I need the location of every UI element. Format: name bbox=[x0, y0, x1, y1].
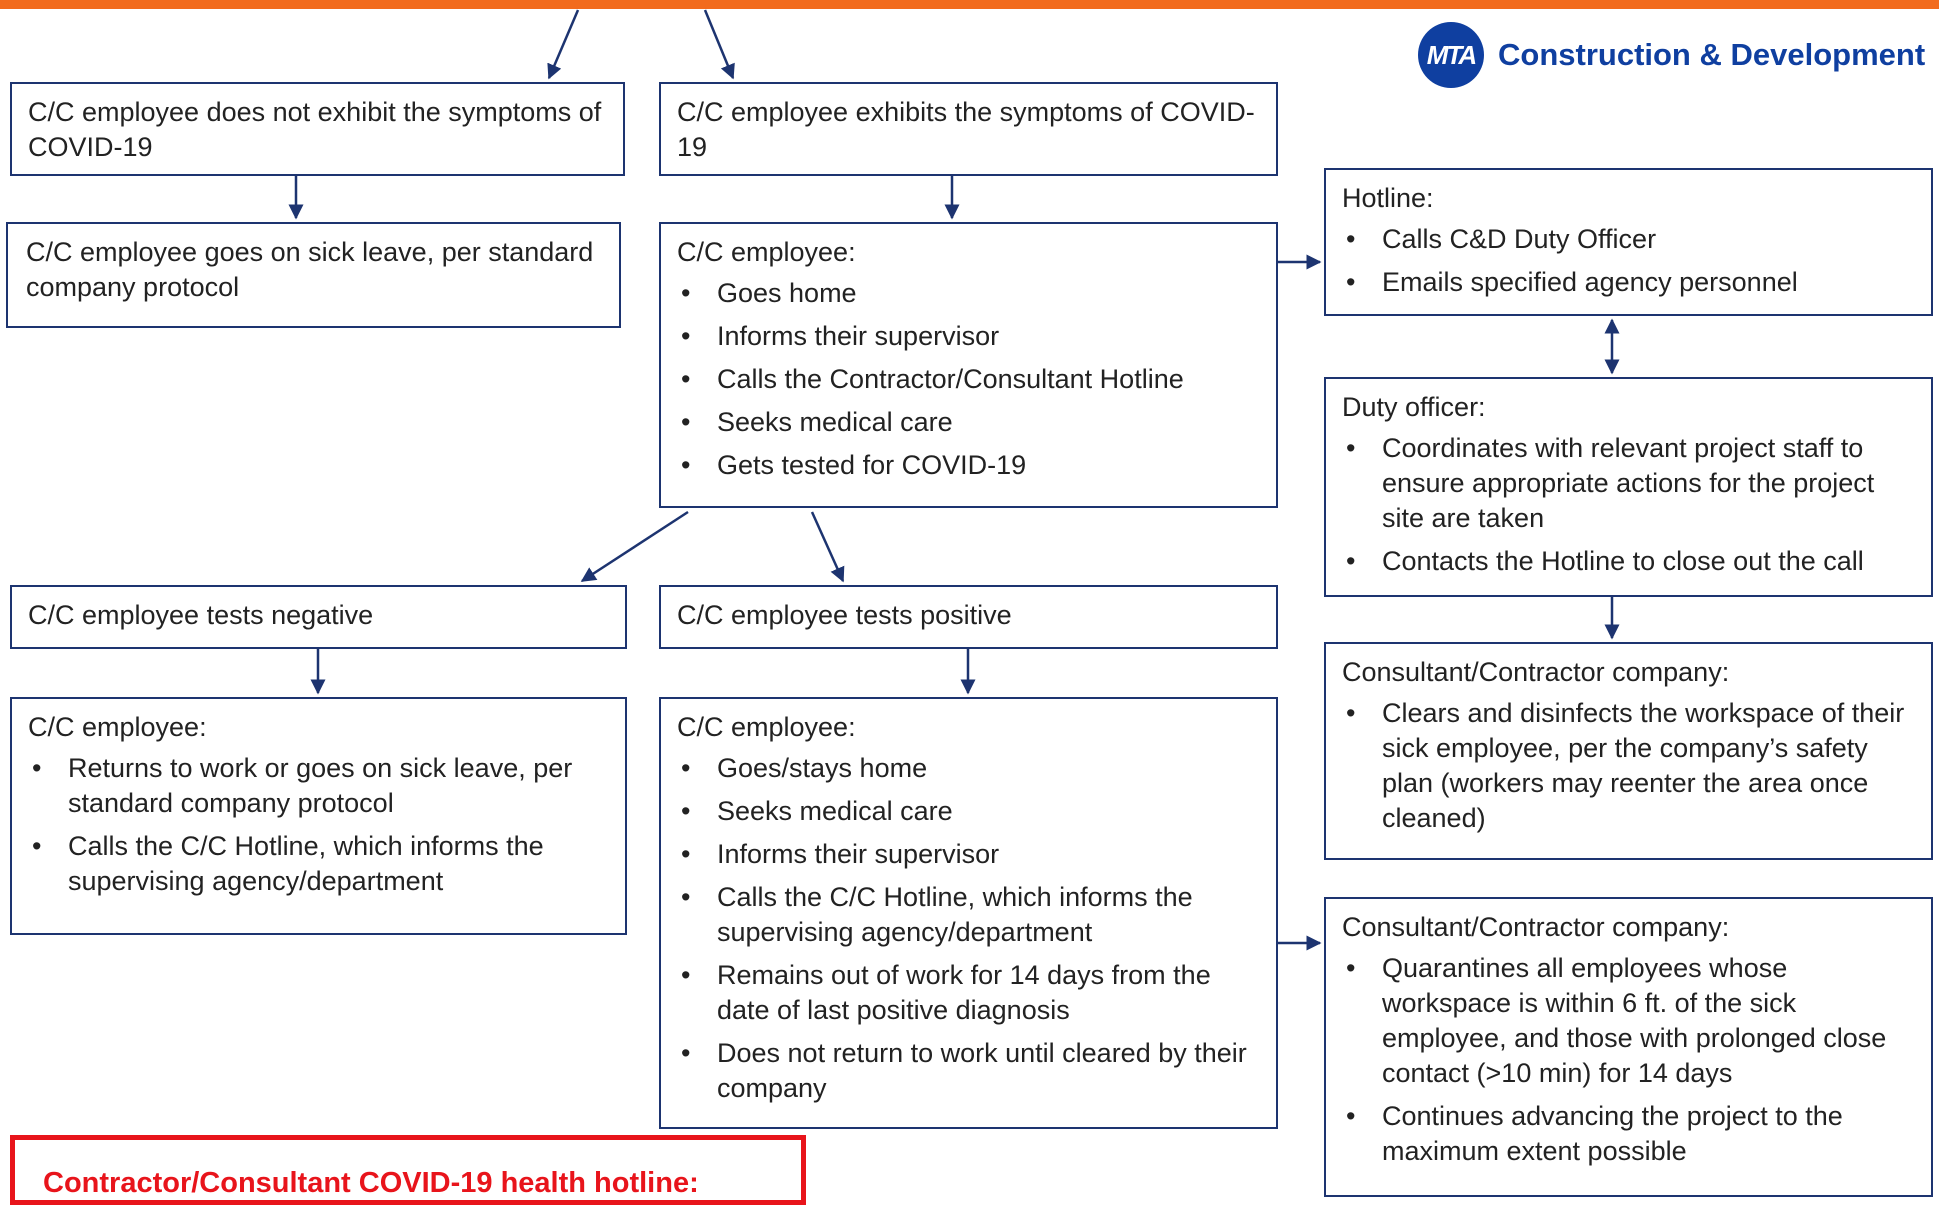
duty-officer-list: Coordinates with relevant project staff … bbox=[1342, 431, 1915, 579]
list-item: Contacts the Hotline to close out the ca… bbox=[1342, 544, 1915, 579]
list-item: Continues advancing the project to the m… bbox=[1342, 1099, 1915, 1169]
employee-actions-list: Goes home Informs their supervisor Calls… bbox=[677, 276, 1260, 483]
box-title: Duty officer: bbox=[1342, 392, 1486, 422]
box-title: C/C employee tests positive bbox=[677, 600, 1012, 630]
list-item: Calls the Contractor/Consultant Hotline bbox=[677, 362, 1260, 397]
top-accent-bar bbox=[0, 0, 1939, 9]
box-title: Consultant/Contractor company: bbox=[1342, 912, 1730, 942]
box-company-quarantine: Consultant/Contractor company: Quarantin… bbox=[1324, 897, 1933, 1197]
list-item: Quarantines all employees whose workspac… bbox=[1342, 951, 1915, 1091]
list-item: Clears and disinfects the workspace of t… bbox=[1342, 696, 1915, 836]
box-title: C/C employee: bbox=[677, 237, 856, 267]
list-item: Goes/stays home bbox=[677, 751, 1260, 786]
list-item: Does not return to work until cleared by… bbox=[677, 1036, 1260, 1106]
list-item: Seeks medical care bbox=[677, 794, 1260, 829]
list-item: Calls C&D Duty Officer bbox=[1342, 222, 1915, 257]
box-title: C/C employee does not exhibit the sympto… bbox=[28, 97, 602, 162]
box-company-clean: Consultant/Contractor company: Clears an… bbox=[1324, 642, 1933, 860]
logo-text: Construction & Development bbox=[1498, 37, 1926, 72]
box-negative-actions: C/C employee: Returns to work or goes on… bbox=[10, 697, 627, 935]
box-title: C/C employee: bbox=[28, 712, 207, 742]
positive-actions-list: Goes/stays home Seeks medical care Infor… bbox=[677, 751, 1260, 1106]
arrow-to-tests-negative bbox=[580, 510, 689, 583]
list-item: Calls the C/C Hotline, which informs the… bbox=[677, 880, 1260, 950]
box-hotline: Hotline: Calls C&D Duty Officer Emails s… bbox=[1324, 168, 1933, 316]
negative-actions-list: Returns to work or goes on sick leave, p… bbox=[28, 751, 609, 899]
list-item: Informs their supervisor bbox=[677, 837, 1260, 872]
arrow-to-no-symptoms bbox=[547, 9, 580, 80]
company-quarantine-list: Quarantines all employees whose workspac… bbox=[1342, 951, 1915, 1169]
box-title: Consultant/Contractor company: bbox=[1342, 657, 1730, 687]
list-item: Goes home bbox=[677, 276, 1260, 311]
box-symptoms: C/C employee exhibits the symptoms of CO… bbox=[659, 82, 1278, 176]
company-clean-list: Clears and disinfects the workspace of t… bbox=[1342, 696, 1915, 836]
hotline-list: Calls C&D Duty Officer Emails specified … bbox=[1342, 222, 1915, 300]
box-title: C/C employee tests negative bbox=[28, 600, 374, 630]
box-tests-positive: C/C employee tests positive bbox=[659, 585, 1278, 649]
box-tests-negative: C/C employee tests negative bbox=[10, 585, 627, 649]
box-duty-officer: Duty officer: Coordinates with relevant … bbox=[1324, 377, 1933, 597]
box-employee-actions: C/C employee: Goes home Informs their su… bbox=[659, 222, 1278, 508]
list-item: Informs their supervisor bbox=[677, 319, 1260, 354]
box-title: Hotline: bbox=[1342, 183, 1434, 213]
arrow-to-tests-positive bbox=[810, 511, 845, 583]
list-item: Seeks medical care bbox=[677, 405, 1260, 440]
mta-logo: MTA Construction & Development bbox=[1418, 20, 1925, 90]
box-no-symptoms: C/C employee does not exhibit the sympto… bbox=[10, 82, 625, 176]
box-title: C/C employee goes on sick leave, per sta… bbox=[26, 237, 594, 302]
list-item: Calls the C/C Hotline, which informs the… bbox=[28, 829, 609, 899]
list-item: Remains out of work for 14 days from the… bbox=[677, 958, 1260, 1028]
list-item: Gets tested for COVID-19 bbox=[677, 448, 1260, 483]
list-item: Emails specified agency personnel bbox=[1342, 265, 1915, 300]
mta-logo-mark: MTA bbox=[1418, 22, 1484, 88]
box-title: C/C employee: bbox=[677, 712, 856, 742]
box-title: C/C employee exhibits the symptoms of CO… bbox=[677, 97, 1255, 162]
list-item: Coordinates with relevant project staff … bbox=[1342, 431, 1915, 536]
box-sick-leave: C/C employee goes on sick leave, per sta… bbox=[6, 222, 621, 328]
arrow-to-symptoms bbox=[703, 9, 735, 80]
box-positive-actions: C/C employee: Goes/stays home Seeks medi… bbox=[659, 697, 1278, 1129]
list-item: Returns to work or goes on sick leave, p… bbox=[28, 751, 609, 821]
